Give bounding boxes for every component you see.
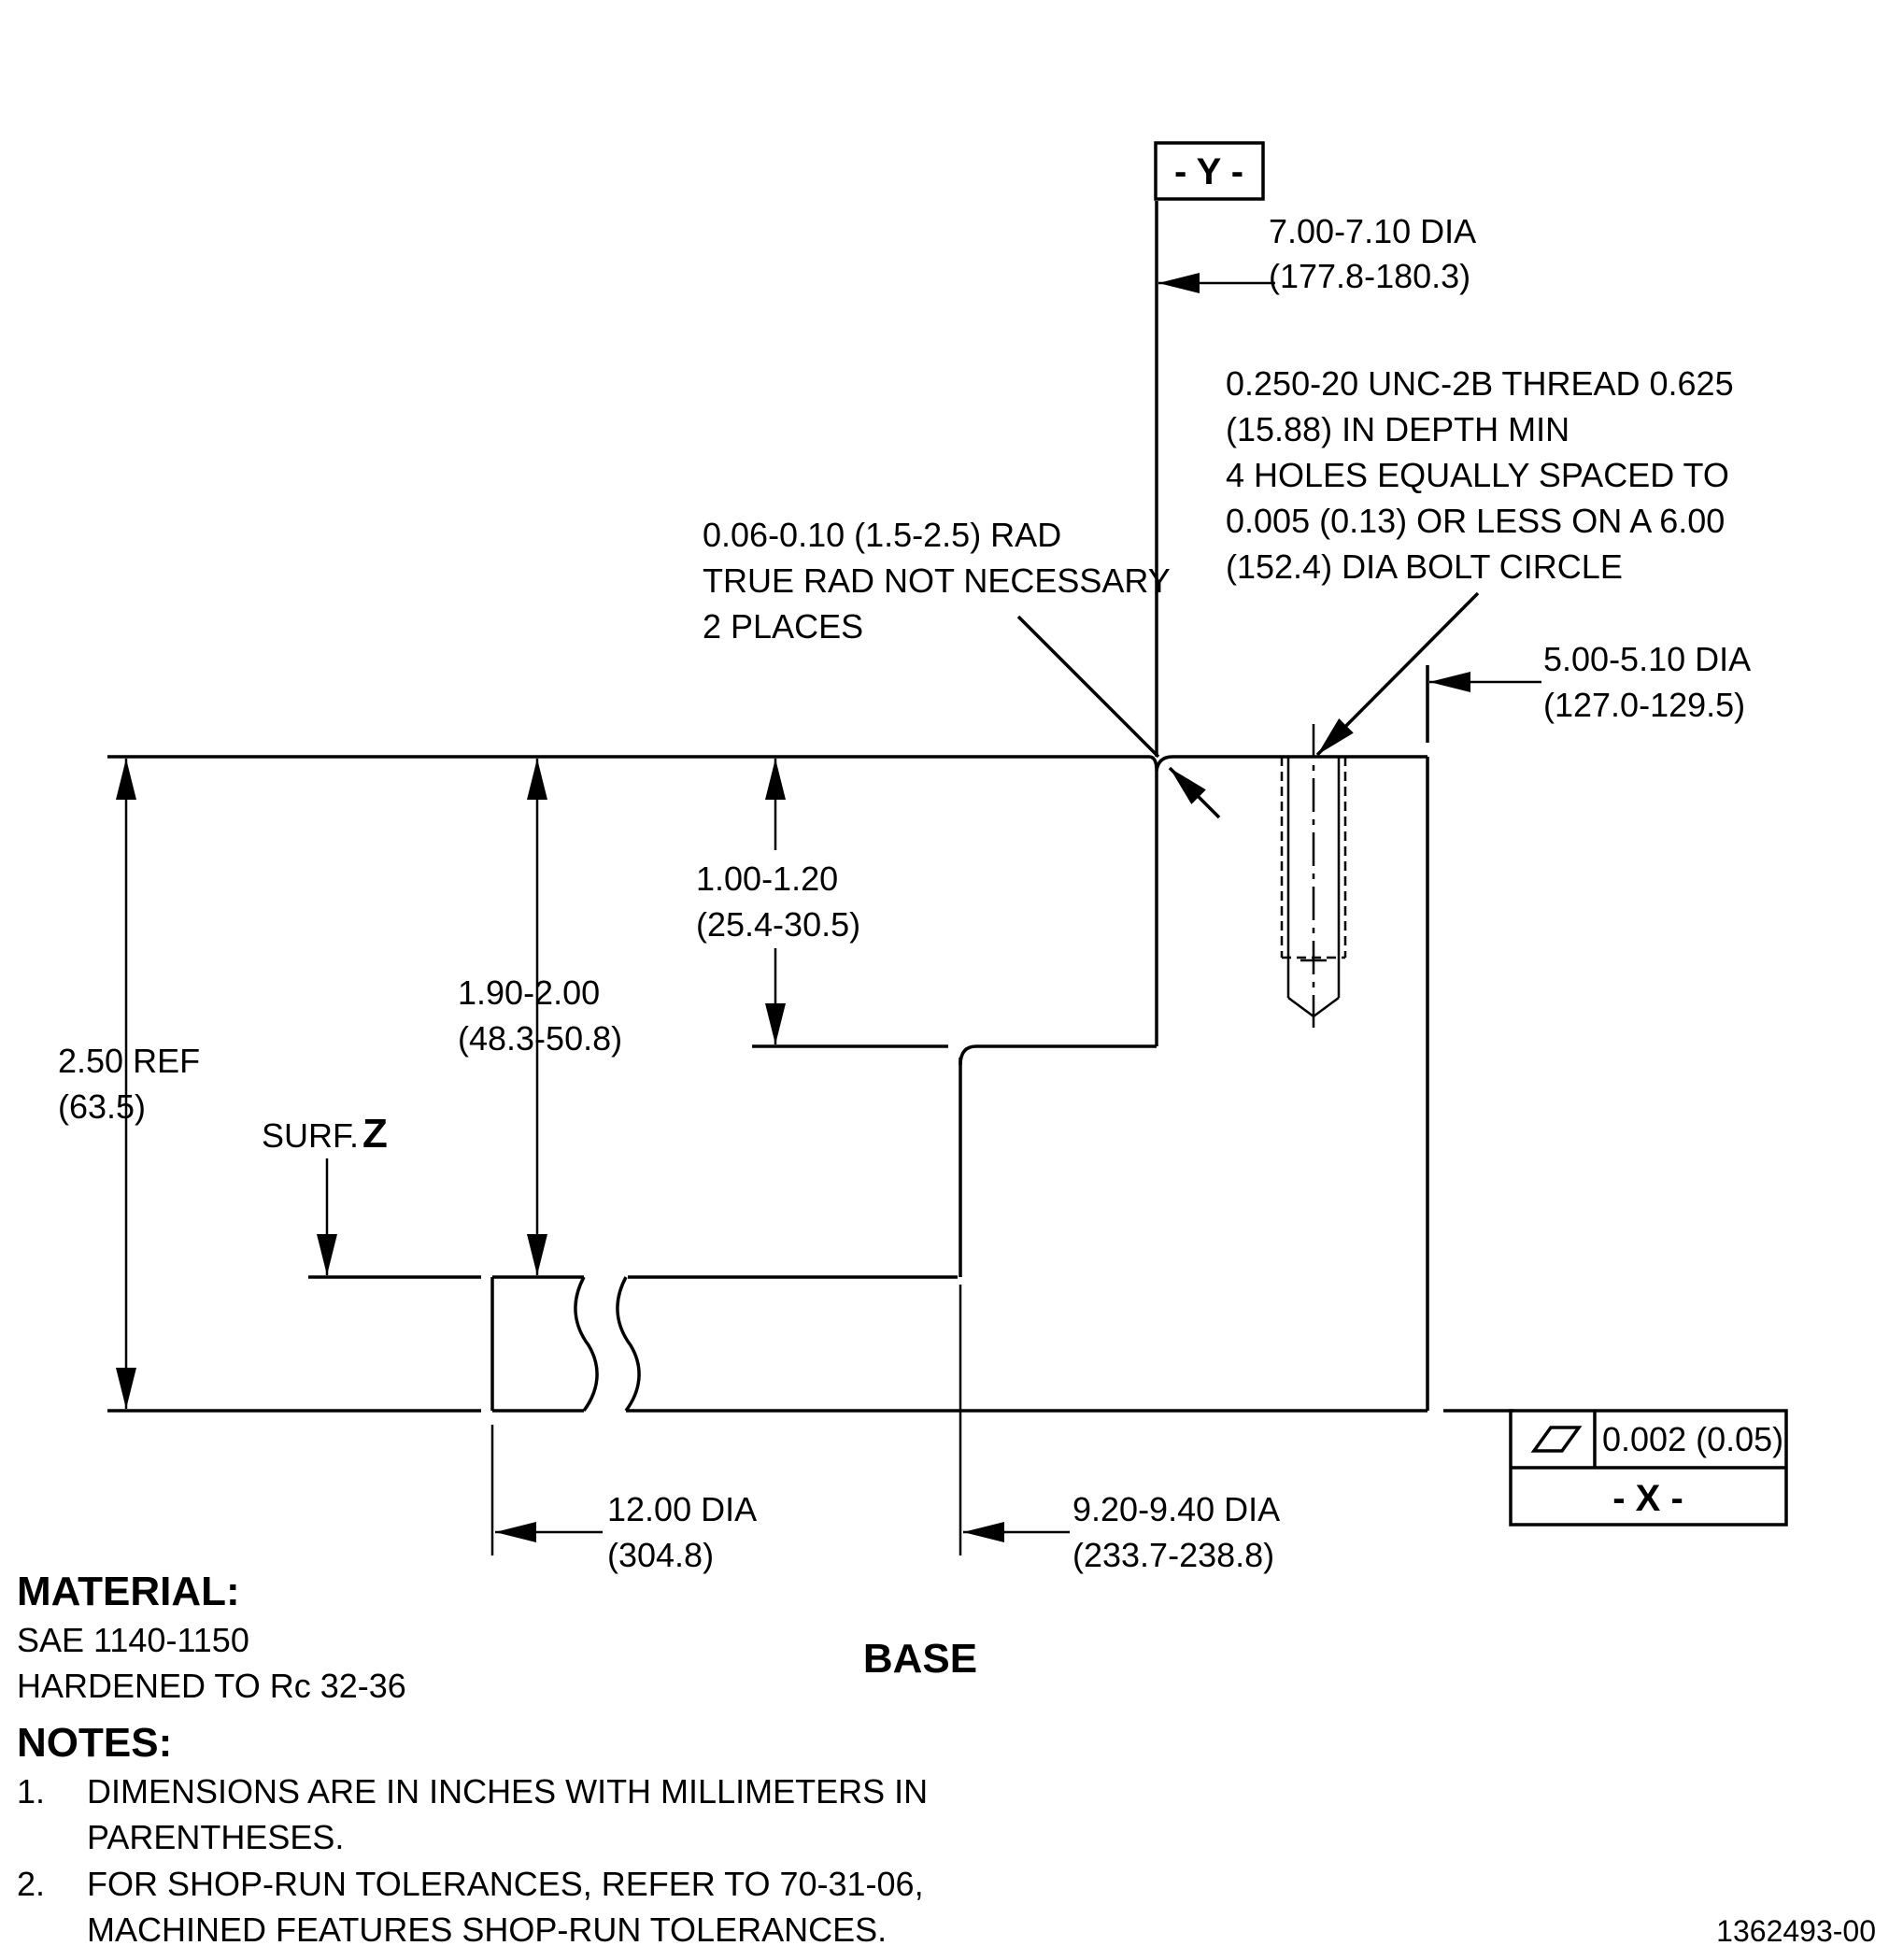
datum-y-feature: - Y - (1154, 141, 1265, 201)
note-2-line1: FOR SHOP-RUN TOLERANCES, REFER TO 70-31-… (87, 1865, 924, 1903)
dim-1-00-line1: 1.00-1.20 (696, 859, 838, 898)
datum-y-box (1154, 141, 1265, 201)
break-line-right (616, 1276, 641, 1413)
dim-1-00-line2: (25.4-30.5) (696, 905, 860, 944)
flatness-value: 0.002 (0.05) (1602, 1420, 1783, 1458)
note-2-line2: MACHINED FEATURES SHOP-RUN TOLERANCES. (87, 1910, 887, 1949)
dia-12-line1: 12.00 DIA (607, 1490, 757, 1528)
datum-y-label: - Y - (1174, 151, 1243, 192)
dimensions (116, 273, 1541, 1555)
material-line1: SAE 1140-1150 (17, 1621, 249, 1659)
notes-heading: NOTES: (17, 1720, 172, 1766)
dia-7-line1: 7.00-7.10 DIA (1269, 212, 1476, 250)
thread-note-line4: 0.005 (0.13) OR LESS ON A 6.00 (1226, 502, 1725, 540)
rad-note-line3: 2 PLACES (703, 607, 863, 646)
pilot-corner-fillet-2 (1155, 755, 1191, 772)
thread-note-line5: (152.4) DIA BOLT CIRCLE (1226, 547, 1623, 586)
part-outline (107, 201, 1513, 1413)
note-1-line1: DIMENSIONS ARE IN INCHES WITH MILLIMETER… (87, 1772, 928, 1811)
flatness-icon (1530, 1426, 1583, 1453)
annotations: 7.00-7.10 DIA (177.8-180.3) 0.250-20 UNC… (17, 212, 1876, 1949)
dia-9-line2: (233.7-238.8) (1072, 1536, 1274, 1574)
drawing-title: BASE (863, 1636, 977, 1682)
dim-1-90-line2: (48.3-50.8) (458, 1019, 622, 1058)
datum-x-label: - X - (1612, 1478, 1683, 1519)
threaded-hole (1280, 724, 1347, 1028)
dia-12-line2: (304.8) (607, 1536, 714, 1574)
dia-9-line1: 9.20-9.40 DIA (1072, 1490, 1280, 1528)
rad-arrow (1168, 766, 1221, 819)
feature-control-frame: 0.002 (0.05) - X - (1509, 1409, 1788, 1527)
note-2-number: 2. (17, 1865, 45, 1903)
material-heading: MATERIAL: (17, 1569, 240, 1614)
dia-7-line2: (177.8-180.3) (1269, 257, 1470, 295)
rad-note-line1: 0.06-0.10 (1.5-2.5) RAD (703, 516, 1061, 554)
surf-label: SURF. (262, 1116, 359, 1155)
dia-5-line1: 5.00-5.10 DIA (1543, 640, 1751, 678)
dim-2-50-line1: 2.50 REF (58, 1042, 200, 1080)
note-1-line2: PARENTHESES. (87, 1818, 344, 1856)
material-line2: HARDENED TO Rc 32-36 (17, 1667, 406, 1705)
rad-leader (1016, 615, 1160, 759)
note-1-number: 1. (17, 1772, 45, 1811)
dim-2-50-line2: (63.5) (58, 1087, 146, 1126)
thread-leader (1315, 591, 1480, 757)
thread-note-line2: (15.88) IN DEPTH MIN (1226, 410, 1569, 448)
hub-corner-fillet (959, 1044, 977, 1066)
rad-note-line2: TRUE RAD NOT NECESSARY (703, 561, 1171, 600)
thread-note-line3: 4 HOLES EQUALLY SPACED TO (1226, 456, 1729, 494)
dim-1-90-line1: 1.90-2.00 (458, 973, 600, 1012)
dia-5-line2: (127.0-129.5) (1543, 686, 1745, 724)
break-line-left (574, 1276, 599, 1413)
drawing-number: 1362493-00 (1716, 1914, 1876, 1948)
thread-note-line1: 0.250-20 UNC-2B THREAD 0.625 (1226, 364, 1734, 403)
surf-letter: Z (362, 1111, 388, 1157)
